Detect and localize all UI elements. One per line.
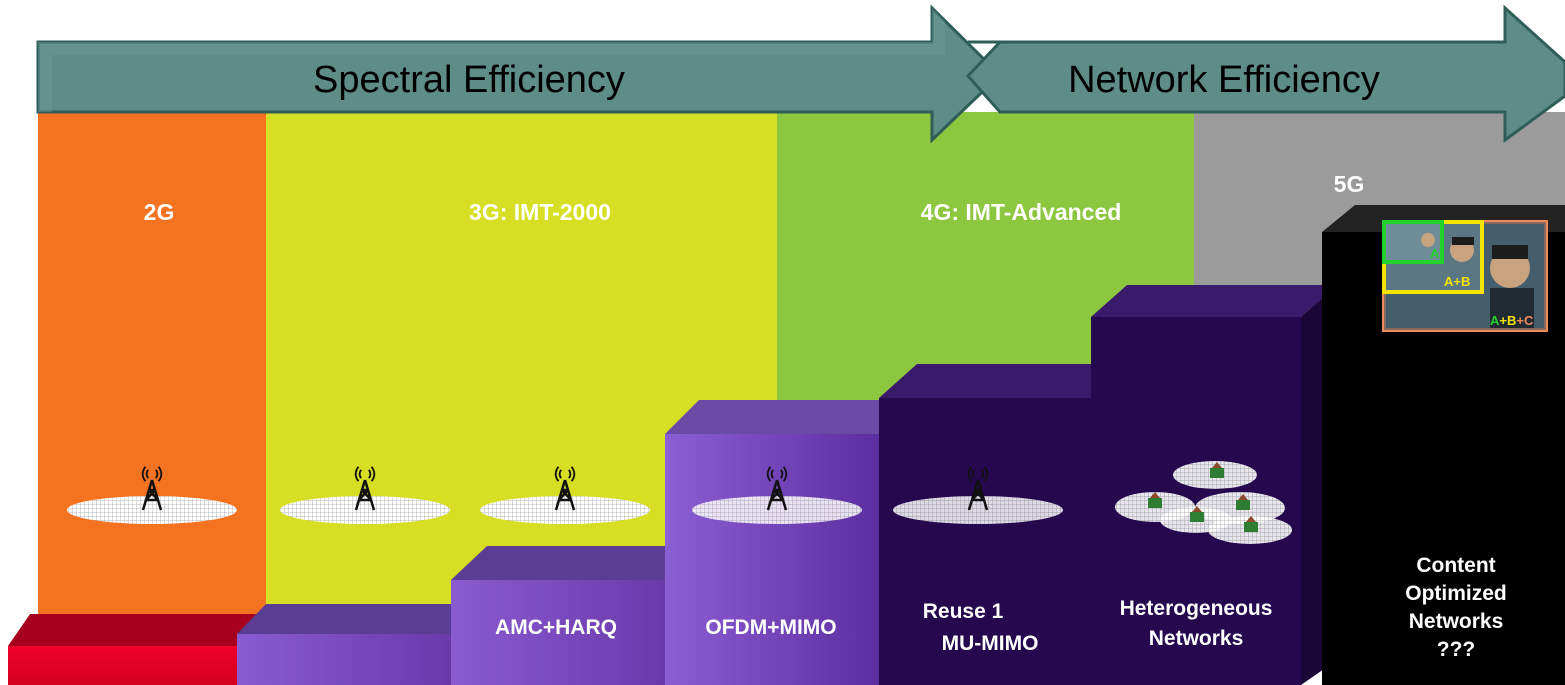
question-marks-label: ??? (1437, 638, 1475, 661)
optimized-label: Optimized (1405, 582, 1507, 605)
block-2g-base (8, 614, 266, 685)
antenna-tower-icon (766, 466, 788, 511)
spectral-efficiency-label: Spectral Efficiency (313, 59, 625, 101)
layer-abc-label: A+B+C (1490, 313, 1534, 328)
block-reuse-mu-mimo (879, 364, 1129, 685)
heterogeneous-label: Heterogeneous (1120, 597, 1273, 620)
network-efficiency-label: Network Efficiency (1068, 59, 1380, 101)
networks-5g-label: Networks (1409, 610, 1504, 633)
amc-harq-label: AMC+HARQ (495, 616, 617, 639)
mu-mimo-label: MU-MIMO (942, 632, 1039, 655)
antenna-tower-icon (554, 466, 576, 511)
small-cells-cluster (1115, 461, 1292, 544)
generation-label-3g: 3G: IMT-2000 (469, 199, 611, 225)
antenna-tower-icon (967, 466, 989, 511)
coverage-4g-a (692, 496, 862, 524)
ofdm-mimo-label: OFDM+MIMO (705, 616, 836, 639)
reuse-1-label: Reuse 1 (923, 600, 1004, 623)
coverage-3g-a (280, 496, 450, 524)
band-2g (38, 112, 266, 622)
coverage-2g (67, 496, 237, 524)
block-amc-harq (451, 546, 701, 685)
block-3g-base (237, 604, 480, 685)
layer-ab-label: A+B (1444, 274, 1470, 289)
networks-label: Networks (1149, 627, 1244, 650)
network-efficiency-arrow (965, 4, 1565, 143)
spectral-efficiency-arrow (36, 4, 1003, 144)
content-label: Content (1416, 554, 1495, 577)
antenna-tower-icon (141, 466, 163, 511)
coverage-4g-b (893, 496, 1063, 524)
generation-label-5g: 5G (1334, 171, 1365, 197)
content-layering-thumbnail: A A+B A+B+C (1382, 220, 1548, 332)
antenna-tower-icon (354, 466, 376, 511)
block-ofdm-mimo (665, 400, 913, 685)
layer-a-label: A (1430, 246, 1440, 261)
coverage-3g-b (480, 496, 650, 524)
generation-label-2g: 2G (144, 199, 175, 225)
generation-label-4g: 4G: IMT-Advanced (921, 199, 1122, 225)
